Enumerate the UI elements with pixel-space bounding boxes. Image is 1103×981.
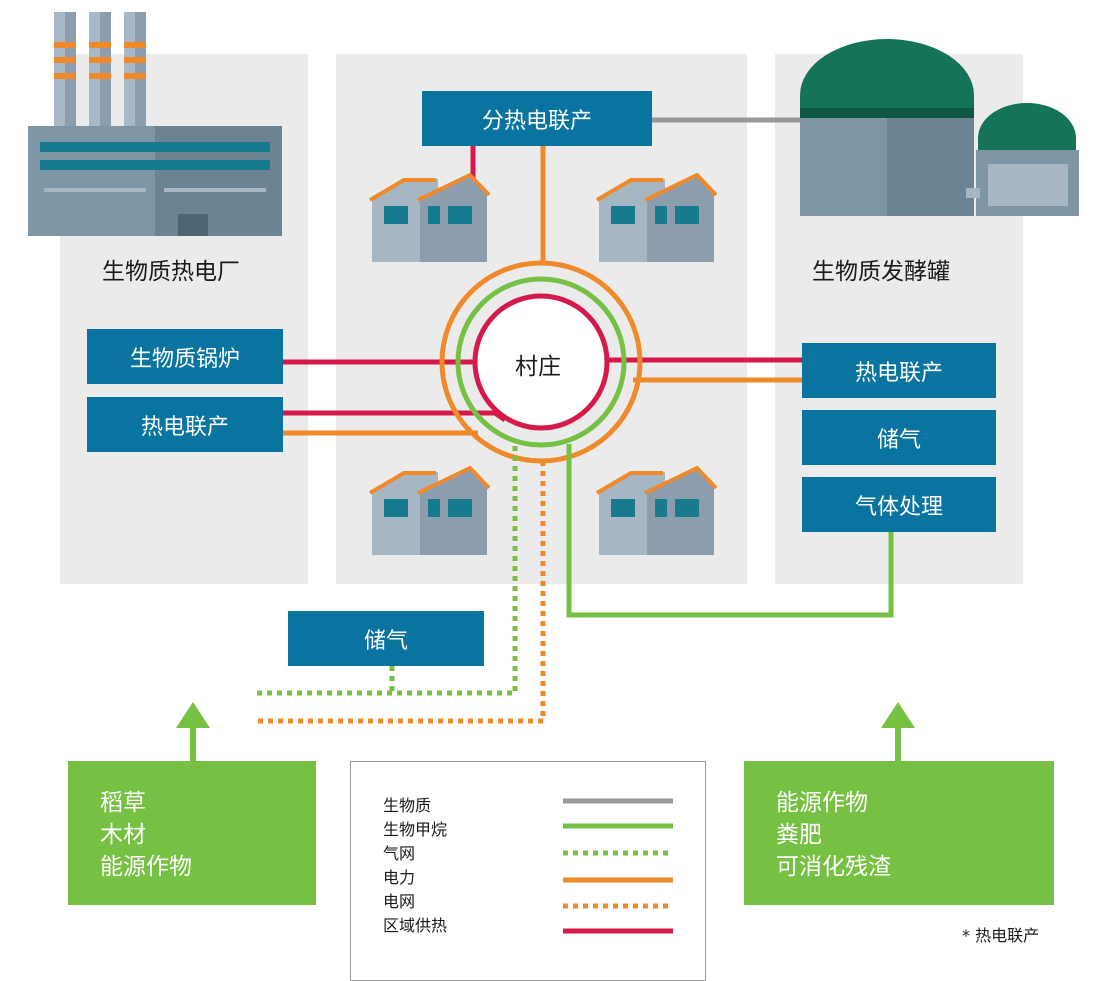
legend-label-gas-grid: 气网: [383, 844, 416, 863]
right-storage-box: 储气: [802, 410, 996, 465]
house-icon-bottom-right: [595, 465, 718, 555]
fermenter-icon: [800, 39, 1079, 216]
input-energy-crops: 能源作物: [100, 854, 192, 880]
input-energy-crops-right: 能源作物: [776, 790, 868, 816]
input-wood: 木材: [100, 822, 146, 848]
gas-storage-box: 储气: [288, 611, 484, 666]
house-icon-top-left: [368, 172, 491, 262]
plant-label: 生物质热电厂: [102, 259, 240, 285]
footnote: * 热电联产: [962, 926, 1040, 945]
legend-label-biomass: 生物质: [383, 796, 432, 815]
legend-label-power-grid: 电网: [383, 892, 416, 911]
village-label: 村庄: [515, 354, 561, 380]
house-icon-bottom-left: [368, 465, 491, 555]
chp-heat-line: [283, 410, 507, 423]
legend-label-biomethane: 生物甲烷: [383, 820, 448, 839]
input-straw: 稻草: [100, 790, 146, 816]
factory-icon: [28, 12, 282, 236]
gas-grid-line: [256, 446, 518, 696]
fermenter-label: 生物质发酵罐: [812, 259, 950, 285]
left-input-box: 稻草 木材 能源作物: [68, 761, 316, 905]
power-grid-line: [256, 461, 546, 724]
house-icon-top-right: [595, 172, 718, 262]
biomethane-ring: [455, 276, 627, 448]
biomass-boiler-box: 生物质锅炉: [87, 329, 283, 384]
input-manure: 粪肥: [776, 822, 822, 848]
right-input-box: 能源作物 粪肥 可消化残渣: [744, 761, 1054, 905]
gas-processing-box: 气体处理: [802, 477, 996, 532]
left-input-arrow: [176, 702, 210, 728]
right-input-arrow: [881, 702, 915, 728]
top-chp-box: 分热电联产: [422, 91, 652, 146]
legend-label-power: 电力: [383, 868, 416, 887]
heat-ring: [472, 293, 610, 431]
biomethane-feed-line: [566, 444, 894, 618]
right-chp-box: 热电联产: [802, 343, 996, 398]
legend-swatches: [563, 798, 673, 934]
legend: 生物质 生物甲烷 气网 电力 电网 区域供热: [350, 761, 706, 981]
input-digestate: 可消化残渣: [776, 854, 891, 880]
legend-label-district-heat: 区域供热: [383, 916, 448, 935]
left-chp-box: 热电联产: [87, 397, 283, 452]
